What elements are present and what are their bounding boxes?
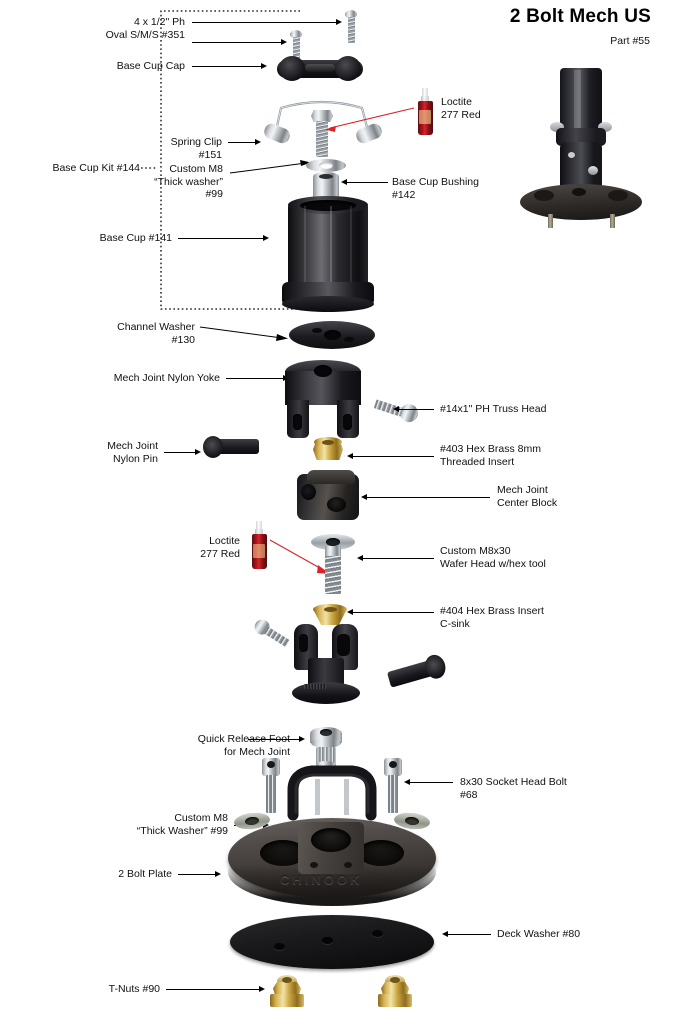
- spring-clip-barrel-left: [262, 121, 292, 146]
- leader-arrow: [442, 930, 448, 937]
- deck-washer: [230, 915, 434, 971]
- quick-release-foot: [310, 727, 342, 769]
- label-spring-clip: Spring Clip #151: [170, 136, 222, 161]
- label-truss-head-screw: #14x1" PH Truss Head: [440, 403, 547, 415]
- leader-arrow: [336, 18, 342, 25]
- label-channel-washer: Channel Washer #130: [117, 321, 195, 346]
- leader-line: [352, 612, 434, 613]
- leader-line: [192, 42, 282, 43]
- base-cup-kit-label: Base Cup Kit #144: [52, 162, 140, 174]
- leader-line: [228, 142, 256, 143]
- label-quick-release-foot: Quick Release Foot for Mech Joint: [197, 733, 290, 758]
- two-bolt-plate: CHINOOK: [228, 810, 436, 906]
- leader-line: [366, 497, 490, 498]
- leader-arrow: [361, 493, 367, 500]
- mech-joint-center-block: [297, 470, 359, 522]
- leader-line: [409, 782, 453, 783]
- leader-arrow: [299, 735, 305, 742]
- base-cup-body: [282, 196, 374, 312]
- leader-arrow: [393, 405, 399, 412]
- leader-arrow: [404, 778, 410, 785]
- leader-line: [362, 558, 434, 559]
- label-oval-screws: 4 x 1/2" Ph Oval S/M/S #351: [105, 16, 185, 41]
- hex-brass-insert-404: [313, 604, 347, 626]
- leader-arrow: [259, 985, 265, 992]
- leader-arrow: [263, 234, 269, 241]
- leader-arrow: [215, 870, 221, 877]
- leader-arrow: [347, 452, 353, 459]
- lower-truss-screw: [250, 616, 295, 654]
- leader-line: [192, 66, 262, 67]
- leader-arrow: [255, 138, 261, 145]
- label-base-cup-bushing: Base Cup Bushing #142: [392, 176, 479, 201]
- label-custom-m8-thick-washer-lower: Custom M8 “Thick Washer” #99: [136, 812, 228, 837]
- label-loctite-top: Loctite 277 Red: [441, 96, 481, 121]
- socket-head-bolt-right: [384, 758, 402, 814]
- label-loctite-mid: Loctite 277 Red: [200, 535, 240, 560]
- channel-washer: [289, 321, 375, 349]
- spring-clip-barrel-right: [354, 121, 384, 146]
- leader-line: [166, 989, 260, 990]
- label-custom-m8x30-wafer-head: Custom M8x30 Wafer Head w/hex tool: [440, 545, 546, 570]
- leader-line: [178, 238, 264, 239]
- leader-arrow: [281, 38, 287, 45]
- oval-head-screw-lower: [289, 30, 303, 64]
- label-custom-m8-thick-washer: Custom M8 “Thick washer” #99: [154, 163, 223, 200]
- label-base-cup-cap: Base Cup Cap: [116, 60, 185, 72]
- brand-emboss: CHINOOK: [280, 872, 363, 887]
- assembled-mast-base: [516, 68, 646, 228]
- mech-joint-nylon-pin: [203, 436, 259, 458]
- mech-joint-nylon-yoke: [285, 360, 361, 438]
- oval-head-screw-upper: [344, 10, 358, 44]
- socket-head-bolt-left: [262, 758, 280, 814]
- label-hex-brass-threaded-insert: #403 Hex Brass 8mm Threaded Insert: [440, 443, 541, 468]
- loctite-bottle-top: [415, 88, 435, 136]
- thick-washer-upper: [306, 159, 346, 172]
- label-2-bolt-plate: 2 Bolt Plate: [118, 868, 172, 880]
- label-deck-washer: Deck Washer #80: [497, 928, 581, 940]
- base-cup-cap: [277, 56, 363, 82]
- hex-bolt: [311, 110, 333, 158]
- leader-line: [226, 378, 284, 379]
- leader-line: [164, 452, 196, 453]
- leader-arrow: [261, 62, 267, 69]
- label-t-nuts: T-Nuts #90: [108, 983, 160, 995]
- lower-pin: [386, 652, 449, 691]
- leader-arrow: [347, 608, 353, 615]
- label-hex-brass-insert-csink: #404 Hex Brass Insert C-sink: [440, 605, 544, 630]
- loctite-bottle-mid: [249, 521, 269, 571]
- label-socket-head-bolt: 8x30 Socket Head Bolt #68: [460, 776, 567, 801]
- hex-brass-insert-403: [313, 437, 343, 463]
- leader-line: [352, 456, 434, 457]
- label-mech-joint-nylon-yoke: Mech Joint Nylon Yoke: [113, 372, 220, 384]
- page-title: 2 Bolt Mech US: [509, 6, 651, 27]
- leader-arrow: [357, 554, 363, 561]
- label-mech-joint-center-block: Mech Joint Center Block: [497, 484, 558, 509]
- leader-line: [192, 22, 337, 23]
- label-mech-joint-nylon-pin: Mech Joint Nylon Pin: [107, 440, 158, 465]
- wafer-head-bolt: [311, 534, 355, 596]
- t-nut-left: [270, 975, 304, 1009]
- part-number: Part #55: [610, 35, 650, 47]
- label-base-cup: Base Cup #141: [99, 232, 172, 244]
- leader-arrow: [195, 448, 201, 455]
- leader-line: [398, 409, 434, 410]
- leader-line: [178, 874, 216, 875]
- lower-yoke: [290, 618, 362, 706]
- leader-line: [248, 739, 300, 740]
- t-nut-right: [378, 975, 412, 1009]
- leader-line: [346, 182, 388, 183]
- leader-arrow: [341, 178, 347, 185]
- leader-line: [447, 934, 491, 935]
